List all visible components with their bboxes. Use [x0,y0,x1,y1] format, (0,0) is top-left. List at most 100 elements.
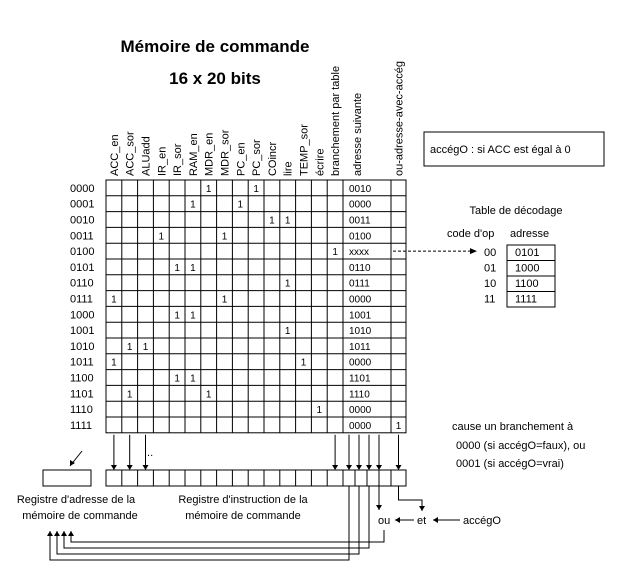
bit-one: 1 [332,247,338,258]
next-address-0100: xxxx [349,247,369,258]
address-register [42,469,92,487]
bit-one: 1 [111,358,117,369]
next-address-0111: 0000 [349,295,372,306]
bit-one: 1 [285,279,291,290]
decode-pointer-head [470,248,477,255]
decode-col-addr: adresse [510,228,549,240]
bit-one: 1 [111,295,117,306]
bit-one: 1 [206,389,212,400]
feedback-wire [70,530,385,543]
next-addr-wire-head [346,465,352,470]
decode-addr-0101: 0101 [515,247,539,259]
feedback-head [47,531,53,536]
decode-addr-1111: 1111 [515,294,537,306]
bit-one: 1 [190,374,196,385]
cond-wire-head [395,465,402,470]
decode-code-00: 00 [484,247,496,259]
row-address-0010: 0010 [70,215,94,227]
next-addr-wire-head [376,465,382,470]
bit-wire-head [142,465,149,470]
decode-table-title: Table de décodage [470,205,563,217]
next-address-1001: 1010 [349,326,372,337]
next-address-0110: 0111 [349,279,370,290]
or-gate-label: ou [378,515,390,527]
acceg-input-label: accégO [463,515,501,527]
bit-to-or-head [376,505,382,510]
next-address-0001: 0000 [349,200,372,211]
bit-one: 1 [127,342,133,353]
cond-bit: 1 [396,421,402,432]
bit-one: 1 [238,200,244,211]
row-address-1111: 1111 [70,420,92,432]
diagram-title: Mémoire de commande [121,37,310,56]
row-address-0110: 0110 [70,278,94,290]
diagram-subtitle: 16 x 20 bits [169,69,261,88]
row-address-1011: 1011 [70,357,94,369]
next-address-1111: 0000 [349,421,372,432]
branch-note-line2: 0000 (si accégO=faux), ou [456,440,585,452]
column-header-14: branchement par table [330,66,342,176]
bit-one: 1 [269,216,275,227]
next-address-1000: 1001 [349,310,372,321]
and-to-or-head [395,517,400,523]
column-header-10: COincr [267,141,279,176]
column-header-2: ALUadd [141,136,153,176]
addr-reg-pointer-head [70,460,75,466]
row-address-1000: 1000 [70,309,94,321]
column-header-7: MDR_sor [220,129,232,176]
decode-col-code: code d'op [447,228,494,240]
feedback-head [54,531,60,536]
condition-note-text: accégO : si ACC est égal à 0 [430,144,571,156]
column-header-13: écrire [314,148,326,176]
bit-one: 1 [127,389,133,400]
decode-addr-1000: 1000 [515,263,539,275]
next-address-1010: 1011 [349,342,371,353]
feedback-wire [63,486,370,549]
instruction-register-label-2: mémoire de commande [185,510,301,522]
condition-note: accégO : si ACC est égal à 0 [423,131,605,167]
bit-one: 1 [301,358,307,369]
branch-note: cause un branchement à 0000 (si accégO=f… [452,421,585,470]
column-header-11: lire [283,161,295,176]
next-addr-wire-head [366,465,372,470]
bit-one: 1 [253,184,259,195]
and-gate-label: et [417,515,426,527]
bit-one: 1 [317,405,323,416]
column-header-5: RAM_en [188,133,200,176]
bit-one: 1 [190,310,196,321]
row-address-1001: 1001 [70,325,94,337]
table-branch-wire-head [332,465,339,470]
column-header-16: ou-adresse-avec-accég [394,61,406,176]
bit-one: 1 [159,231,165,242]
row-address-1101: 1101 [70,388,94,400]
column-header-12: TEMP_sor [299,124,311,176]
decode-code-10: 10 [484,278,496,290]
bit-one: 1 [285,216,291,227]
next-address-0011: 0100 [349,231,372,242]
decode-addr-1100: 1100 [515,278,539,290]
registers: ... Registre d'adresse de la mémoire de … [17,447,501,527]
bit-one: 1 [190,263,196,274]
row-address-1100: 1100 [70,373,94,385]
bit-one: 1 [285,326,291,337]
bit-one: 1 [222,231,228,242]
row-address-0001: 0001 [70,199,94,211]
row-address-0000: 0000 [70,183,94,195]
next-address-0010: 0011 [349,216,371,227]
column-header-4: IR_sor [172,143,184,176]
next-address-0000: 0010 [349,184,372,195]
branch-note-line1: cause un branchement à [452,421,574,433]
acceg-to-and-head [433,517,438,523]
column-header-1: ACC_sor [125,131,137,176]
instruction-register [105,469,407,487]
decode-code-01: 01 [484,263,496,275]
row-address-0111: 0111 [70,294,93,306]
column-header-9: PC_sor [251,139,263,176]
feedback-wire [56,486,360,555]
instruction-register-label-1: Registre d'instruction de la [178,494,308,506]
control-memory-grid [105,179,407,434]
cond-to-and-head [419,506,425,511]
column-header-15: adresse suivante [352,93,364,176]
